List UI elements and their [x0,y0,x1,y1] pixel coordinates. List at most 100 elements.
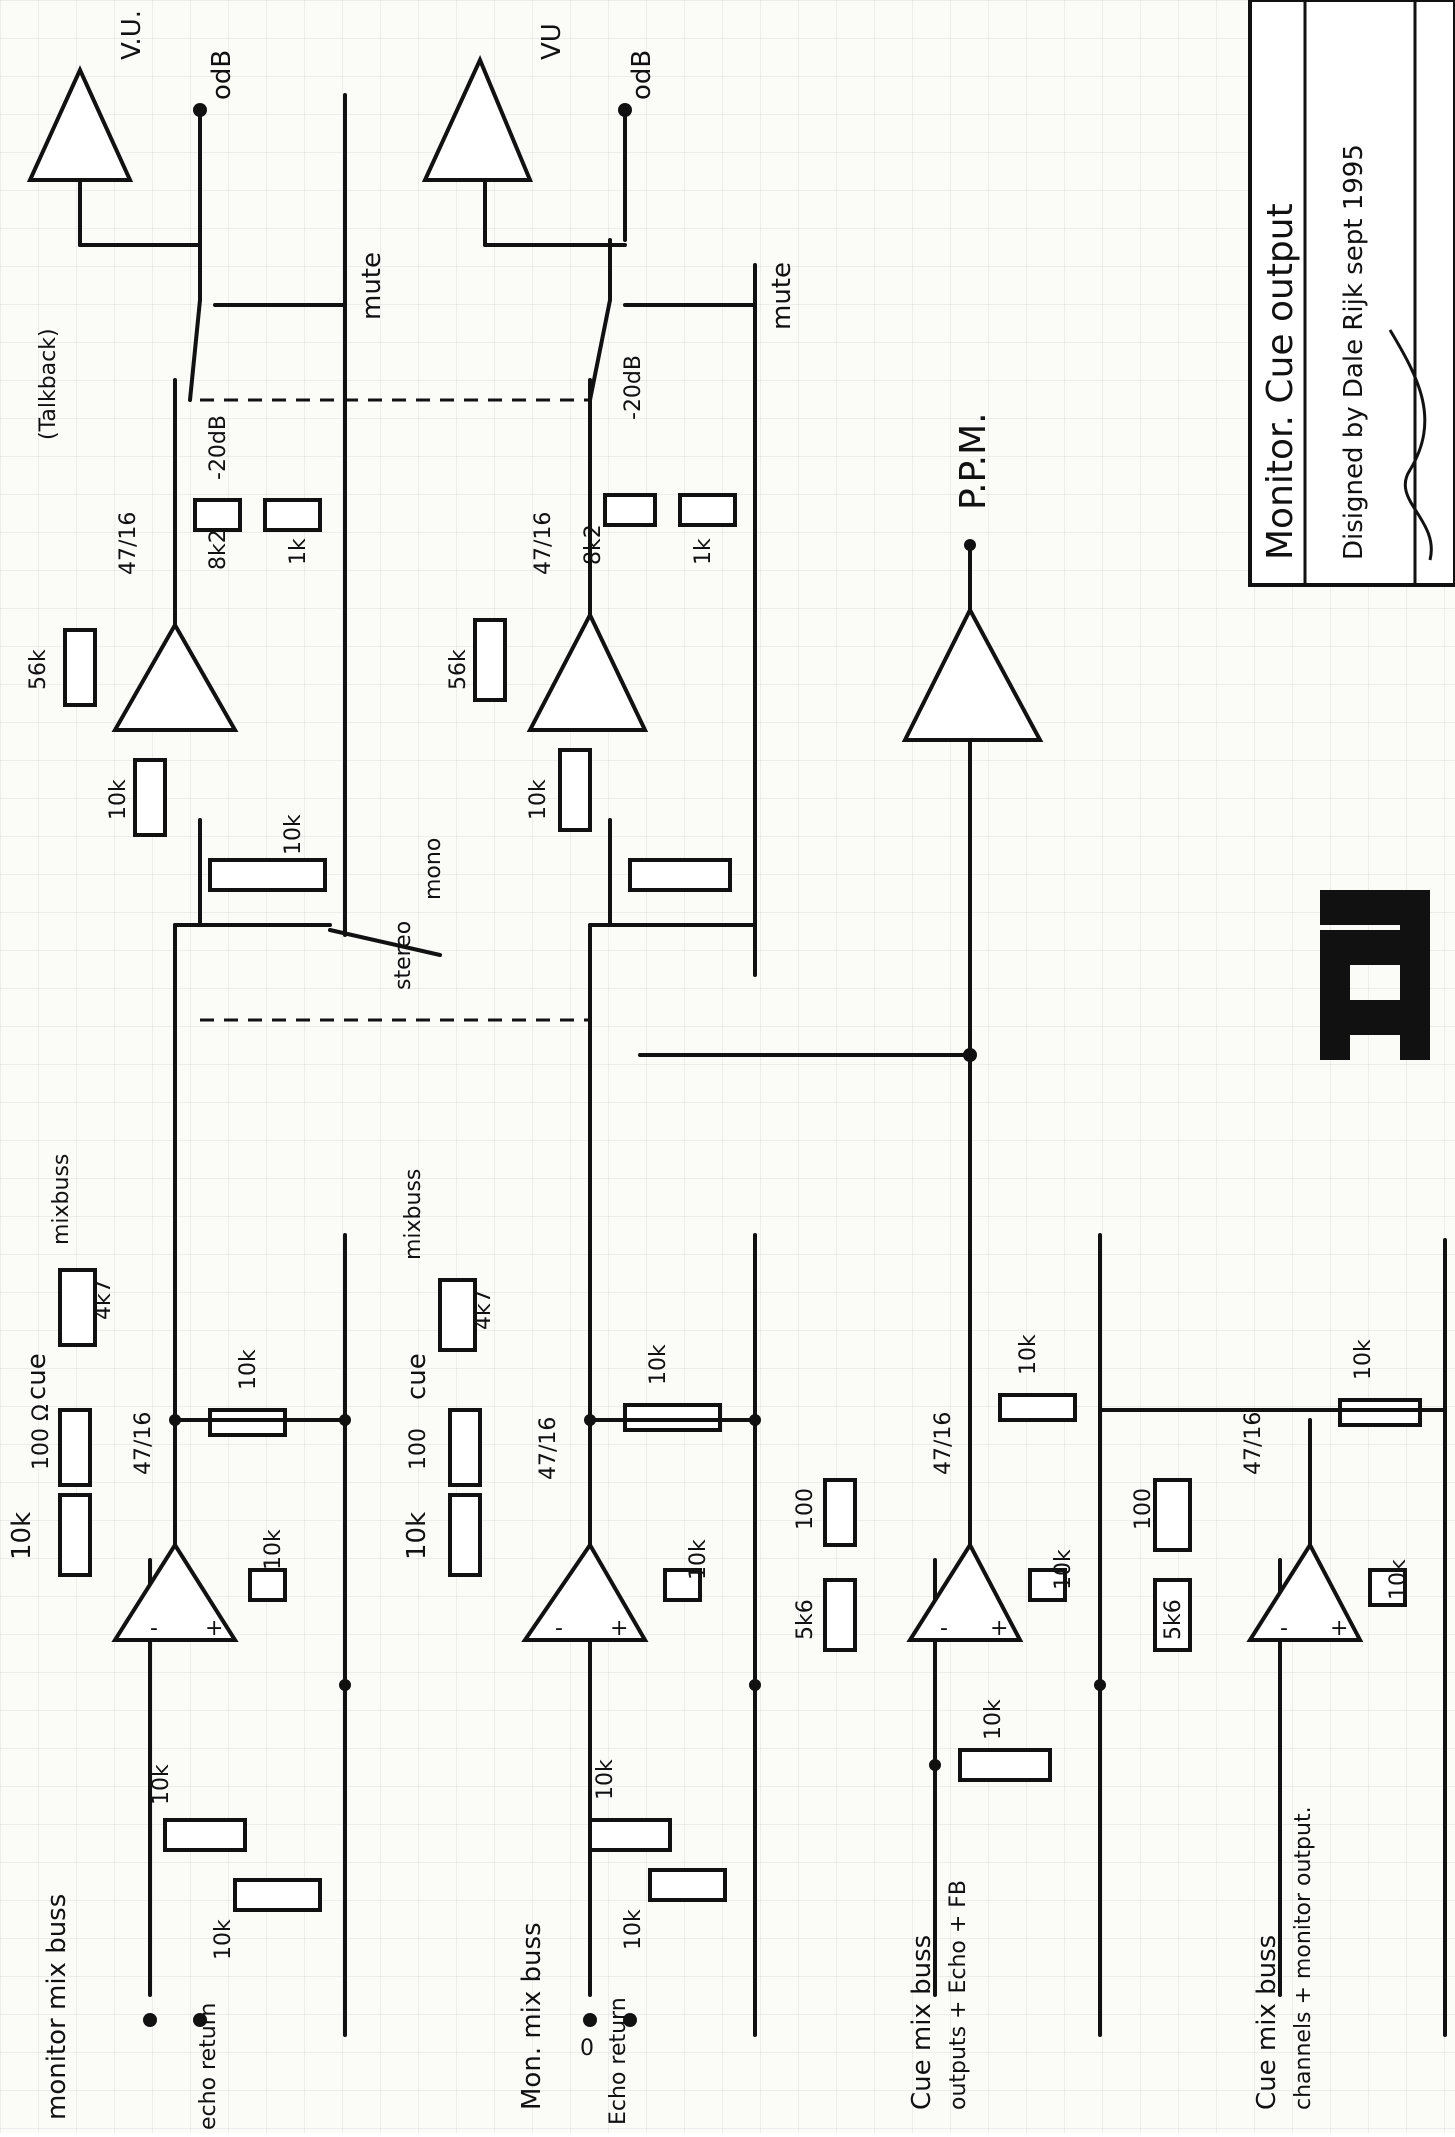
stereo-mono-switch[interactable] [328,928,442,957]
cap-4-label: 47/16 [1241,1412,1266,1475]
r-100-3-label: 100 [793,1488,818,1530]
in3-label: Cue mix buss [907,1935,937,2110]
r-10k-4 [1338,1398,1422,1427]
pot-gain-2 [448,1493,482,1577]
r-5k6-3 [823,1578,857,1652]
in1-label: monitor mix buss [42,1894,72,2120]
trim-4 [1368,1568,1407,1607]
in2-label: Mon. mix buss [517,1922,547,2110]
att-top-label: -20dB [206,415,231,480]
r-100-2-label: 100 [406,1428,431,1470]
pot-gain-2-label: 10k [402,1512,432,1560]
r-100-4-label: 100 [1131,1488,1156,1530]
r-load-1-label: 10k [236,1349,261,1390]
stage-mon-mix: - + 10k 100 10k 10k 47/16 4k7 cue mixbus… [401,1169,761,2027]
mute-label-mid: mute [767,262,797,330]
mixbuss-label-1: mixbuss [49,1154,74,1245]
ppm-label: P.P.M. [953,412,994,510]
svg-text:-: - [1280,1616,1288,1641]
in-pot-1-label: 10k [211,1919,236,1960]
out-top-label: odB [207,50,237,100]
r-100-2 [448,1408,482,1487]
cap-47-top-label: 47/16 [116,512,141,575]
r-1k-top-label: 1k [286,538,311,565]
svg-text:+: + [610,1616,628,1641]
trim-3 [1028,1568,1067,1602]
pot-gain-1 [58,1493,92,1577]
in-r-2-label: 10k [593,1759,618,1800]
cap-out-2-label: 47/16 [536,1417,561,1480]
in4-sub-label: channels + monitor output. [1291,1806,1316,2110]
r-8k2-mid [603,493,657,527]
trim-4-label: 10k [1386,1559,1411,1600]
stage-cue-outputs: - + 100 5k6 10k 10k 47/16 10k [793,1334,1106,1997]
vu-amp-top [26,65,134,182]
designer-credit: Disigned by Dale Rijk sept 1995 [1339,144,1369,560]
pot-10k-top-label: 10k [281,814,306,855]
r-load-1 [208,1408,287,1437]
opamp-3 [906,1541,1024,1642]
opamp-mid [526,610,649,732]
opamp-4 [1246,1541,1364,1642]
r-cue-2 [438,1278,477,1352]
in-r-1-label: 10k [149,1764,174,1805]
input-labels: monitor mix buss echo return Mon. mix bu… [42,1806,1316,2130]
svg-text:+: + [990,1616,1008,1641]
vu-top-label: V.U. [117,10,147,60]
r-5k6-3-label: 5k6 [793,1599,818,1640]
vu-amp-mid [421,55,533,182]
in-r-1 [163,1818,247,1852]
r-56k-top [63,628,97,707]
r-56k-mid [473,618,507,702]
r-10k-feed-mid-label: 10k [526,779,551,820]
title-block: Monitor. Cue output Disigned by Dale Rij… [1248,0,1455,587]
cap-47-mid-label: 47/16 [531,512,556,575]
r-cue-2-label: 4k7 [471,1289,496,1330]
channel-middle: 10k 56k 47/16 8k2 1k -20dB mute odB VU [421,23,797,1057]
att-mid-label: -20dB [621,355,646,420]
r-10k-feed-mid [558,748,592,832]
opamp-2 [521,1541,649,1642]
svg-text:-: - [150,1616,158,1641]
vu-mid-label: VU [537,23,567,60]
trim-2-label: 10k [686,1539,711,1580]
r-5k6-4 [1153,1578,1192,1652]
trim-3-label: 10k [1051,1549,1076,1590]
in4-label: Cue mix buss [1252,1935,1282,2110]
trim-1 [248,1568,287,1602]
in-pot-1 [233,1878,322,1912]
svg-text:+: + [205,1616,223,1641]
svg-text:+: + [1330,1616,1348,1641]
talkback-label: (Talkback) [36,328,61,440]
r-8k2-top [193,498,242,532]
mixbuss-label-2: mixbuss [401,1169,426,1260]
cue-label-1: cue [22,1353,52,1400]
stereo-label: stereo [391,921,416,990]
r-56k-mid-label: 56k [446,649,471,690]
r-5k6-4-label: 5k6 [1161,1599,1186,1640]
r-10k-3 [998,1393,1077,1422]
mono-label: mono [421,838,446,900]
r-mix-3-label: 10k [981,1699,1006,1740]
r-load-2 [623,1403,722,1432]
opamp-top [111,620,239,732]
opamp-1 [111,1541,239,1642]
stage-monitor-mix: - + 10k 100 Ω 10k 10k 47/16 4k7 cue mixb… [7,1154,351,2027]
pot-10k-top [208,858,327,892]
trim-1-label: 10k [261,1529,286,1570]
r-100-1 [58,1408,92,1487]
in3-sub-label: outputs + Echo + FB [946,1880,971,2110]
in1-echo-label: echo return [196,2003,221,2130]
r-10k-feed-top [133,758,167,837]
sheet-title: Monitor. Cue output [1260,203,1301,560]
pot-10k-mid [628,858,732,892]
ganged-switches: stereo mono [200,398,590,1022]
r-cue-1-label: 4k7 [91,1279,116,1320]
r-100-3 [823,1478,857,1547]
in-pot-2-label: 10k [621,1909,646,1950]
svg-text:-: - [555,1616,563,1641]
cue-label-2: cue [402,1353,432,1400]
r-8k2-mid-label: 8k2 [581,524,606,565]
signature-scribble [1388,329,1433,561]
